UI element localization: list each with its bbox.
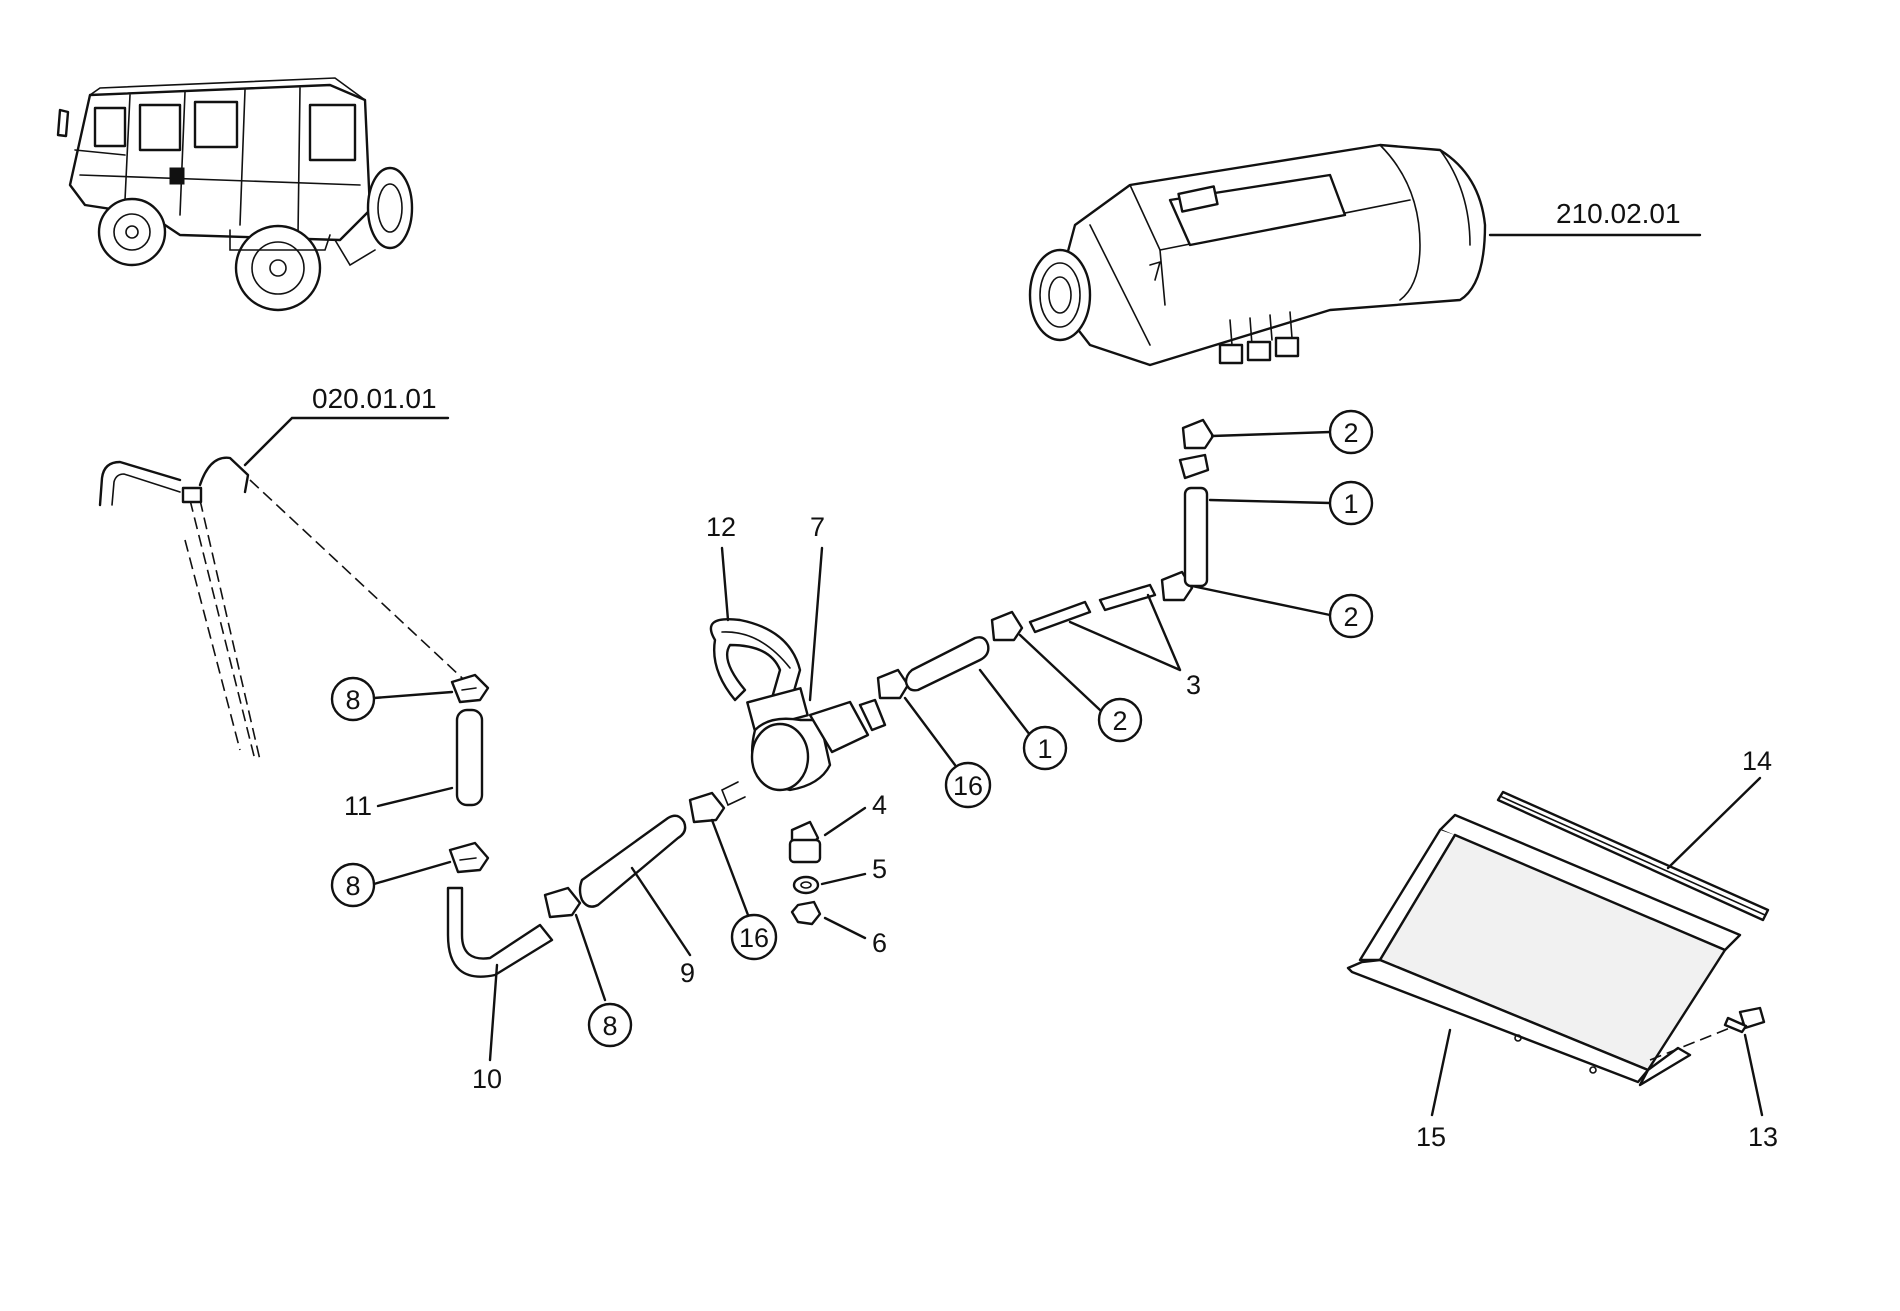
callout-text: 15 [1416, 1122, 1446, 1152]
circled-callout-2-top: 2 [1210, 409, 1374, 455]
callout-12: 12 [706, 512, 736, 622]
circled-callout-text: 1 [1343, 489, 1358, 519]
circled-callout-text: 1 [1037, 734, 1052, 764]
callout-text: 4 [872, 790, 887, 820]
left-hose-assembly [446, 673, 726, 978]
callout-10: 10 [472, 963, 502, 1094]
circled-callout-text: 8 [602, 1011, 617, 1041]
callout-7: 7 [808, 512, 825, 702]
callout-6: 6 [823, 916, 887, 958]
fuel-pickup-pipe [98, 456, 476, 761]
heater-unit [1028, 143, 1487, 367]
fuel-pump-assembly [709, 618, 887, 926]
callout-4: 4 [823, 790, 887, 837]
circled-callout-text: 2 [1112, 706, 1127, 736]
callout-text: 14 [1742, 746, 1772, 776]
circled-callout-8-bottom: 8 [574, 913, 633, 1048]
right-hose-assembly [876, 418, 1215, 700]
callout-text: 5 [872, 854, 887, 884]
circled-callout-2-lower: 2 [1190, 584, 1374, 639]
callout-14: 14 [1666, 746, 1772, 870]
callout-text: 7 [810, 512, 825, 542]
callout-text: 13 [1748, 1122, 1778, 1152]
callout-text: 11 [344, 791, 372, 821]
callout-text: 12 [706, 512, 736, 542]
circled-callout-text: 2 [1343, 418, 1358, 448]
callout-5: 5 [820, 854, 887, 886]
circled-callout-16-center: 16 [903, 696, 992, 809]
circled-callout-text: 8 [345, 871, 360, 901]
circled-callout-text: 16 [739, 923, 769, 953]
circled-callout-1-top: 1 [1208, 480, 1374, 526]
callout-11: 11 [344, 786, 454, 821]
callout-3: 3 [1068, 593, 1201, 700]
circled-callout-text: 2 [1343, 602, 1358, 632]
circled-callout-8-left-lower: 8 [330, 860, 452, 908]
circled-callout-1-center: 1 [978, 668, 1068, 771]
heat-shield-assembly [1346, 790, 1770, 1087]
vehicle-illustration [56, 77, 414, 312]
callout-9: 9 [630, 866, 695, 988]
callout-13: 13 [1743, 1033, 1778, 1152]
reference-text-heater-unit: 210.02.01 [1556, 198, 1681, 229]
reference-label-fuel-system: 020.01.01 [243, 383, 450, 467]
callout-text: 6 [872, 928, 887, 958]
circled-callout-text: 16 [953, 771, 983, 801]
callout-text: 10 [472, 1064, 502, 1094]
circled-callout-16-lower: 16 [710, 818, 778, 961]
circled-callout-2-center: 2 [1018, 633, 1143, 743]
circled-callout-text: 8 [345, 685, 360, 715]
circled-callout-8-left-upper: 8 [330, 676, 454, 722]
reference-label-heater-unit: 210.02.01 [1488, 198, 1702, 237]
callout-text: 9 [680, 958, 695, 988]
callout-text: 3 [1186, 670, 1201, 700]
callout-15: 15 [1416, 1028, 1452, 1152]
reference-text-fuel-system: 020.01.01 [312, 383, 437, 414]
